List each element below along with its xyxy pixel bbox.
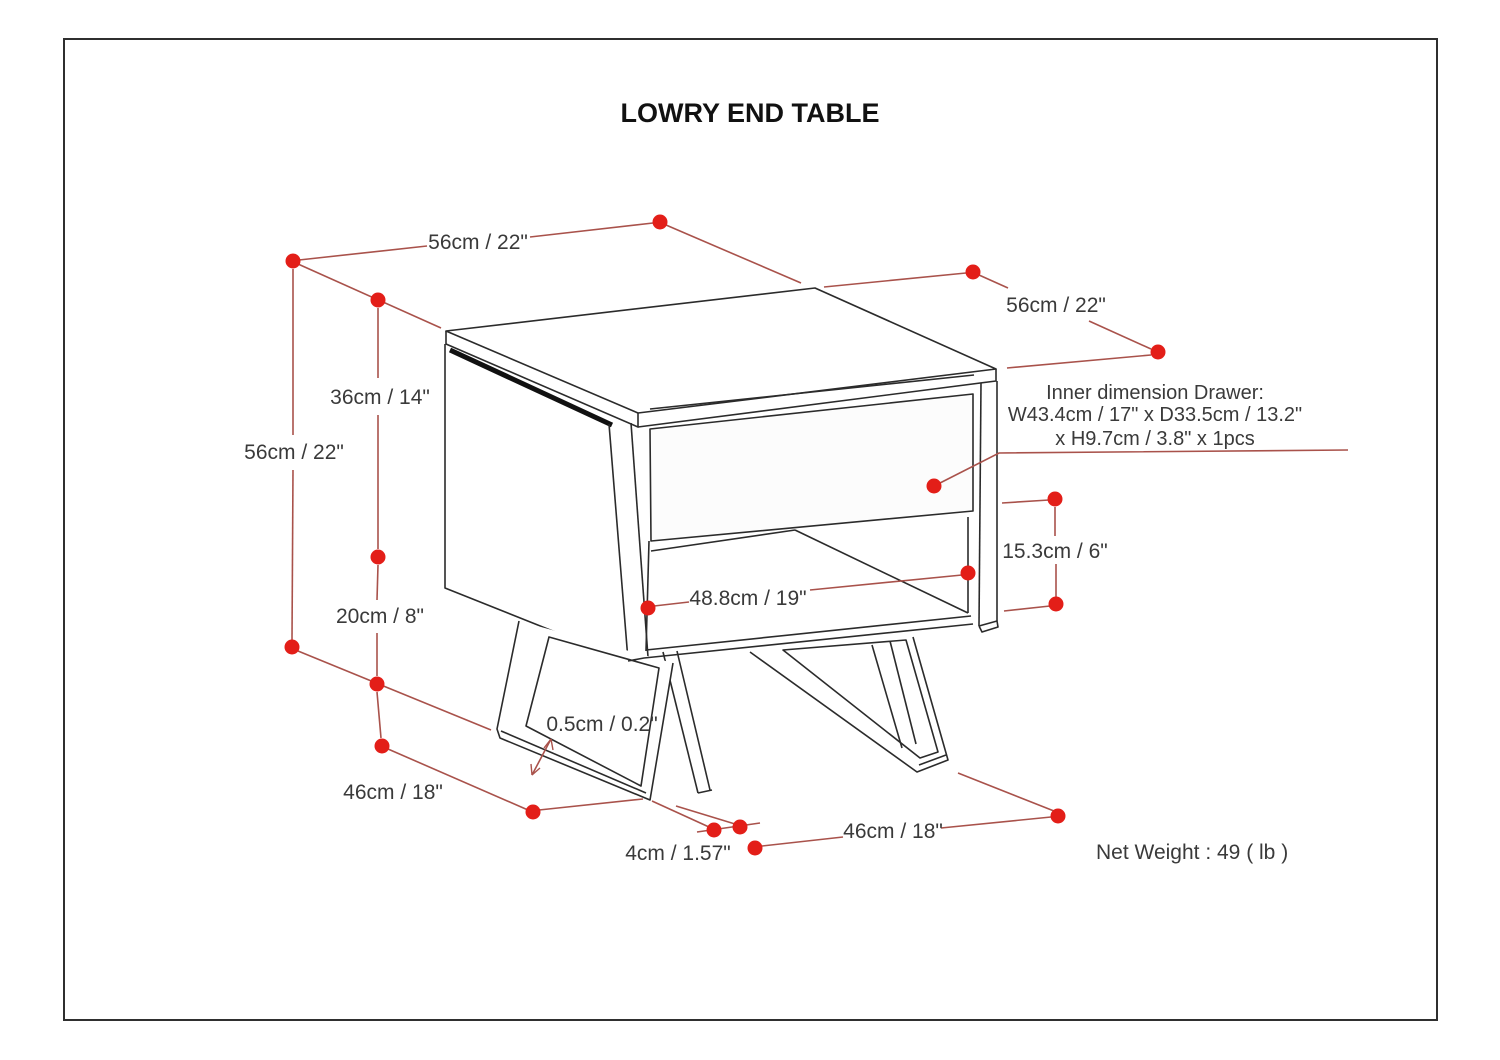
label-height-total: 56cm / 22" — [244, 441, 344, 464]
dim-line-shelf-width-left — [653, 601, 690, 607]
dim-line-leg-upper — [376, 564, 379, 601]
front-left-leg-foot-thickness — [500, 730, 647, 794]
dim-leader-top-width-corner — [1006, 354, 1152, 369]
shelf-interior-diagonal — [794, 529, 969, 614]
dimension-dot — [1048, 596, 1064, 612]
right-post-inner-edge — [978, 382, 982, 627]
dimension-dot — [732, 819, 748, 835]
tabletop-left-thickness — [445, 331, 639, 428]
label-height-cabinet: 36cm / 14" — [330, 386, 430, 409]
tabletop-shadow-edge — [448, 347, 614, 428]
top-rail-edge — [649, 374, 975, 410]
bottom-rail-top-edge — [645, 615, 972, 651]
dimension-dot — [1050, 808, 1066, 824]
dim-line-floor-width-right — [940, 816, 1052, 829]
dim-line-leg-foot-link — [376, 691, 382, 739]
dimension-dot — [965, 264, 981, 280]
dim-line-top-depth-right — [529, 222, 654, 238]
dimension-dot — [370, 292, 386, 308]
label-shelf-height: 15.3cm / 6" — [1002, 540, 1108, 563]
front-left-leg-cutout — [525, 636, 660, 787]
dim-leader-right-foot — [957, 772, 1055, 812]
arrowhead-up-icon — [543, 738, 554, 751]
shelf-top-edge — [650, 529, 796, 552]
front-right-leg-outline — [749, 636, 949, 773]
dim-leader-drawer-inner — [939, 449, 1349, 484]
frame-border — [63, 38, 1438, 1021]
front-left-stile-inner — [630, 422, 649, 658]
dim-leader-shelf-bottom — [1003, 605, 1051, 612]
label-top-width: 56cm / 22" — [1006, 294, 1106, 317]
dim-line-floor-width-left — [761, 836, 844, 847]
tabletop-right-thickness — [637, 369, 997, 428]
dim-line-top-width-right — [1088, 320, 1152, 350]
rear-right-leg-edge2 — [889, 640, 917, 745]
label-inner-drawer-line1: Inner dimension Drawer: — [1046, 382, 1264, 404]
label-floor-width: 46cm / 18" — [843, 820, 943, 843]
shelf-left-inner-edge — [645, 540, 650, 652]
page-title: LOWRY END TABLE — [621, 98, 880, 128]
arrowhead-down-icon — [530, 763, 541, 776]
tabletop-top-face — [445, 287, 997, 414]
dimension-dot — [926, 478, 942, 494]
dim-leader-j-foot — [538, 798, 644, 811]
dimension-dot — [525, 804, 541, 820]
dimension-dot — [1047, 491, 1063, 507]
dimension-dot — [652, 214, 668, 230]
dim-line-top-width-left — [823, 272, 967, 288]
dim-leader-f-foot — [297, 650, 492, 731]
dim-leader-top-depth-to-apex — [665, 224, 802, 284]
drawer-front — [649, 393, 974, 542]
dim-leader-foot-left — [651, 800, 710, 828]
rear-left-leg-foot — [697, 789, 713, 794]
dim-leader-a-corner — [297, 263, 442, 329]
dimension-dot — [370, 549, 386, 565]
dim-line-top-depth-left — [298, 245, 428, 261]
dim-leader-foot-right — [675, 805, 736, 825]
rear-right-leg-edge1 — [871, 644, 903, 749]
dimension-dot — [284, 639, 300, 655]
label-foot-thickness: 0.5cm / 0.2" — [546, 713, 657, 736]
label-top-depth: 56cm / 22" — [428, 231, 528, 254]
front-left-stile-outer — [608, 423, 629, 661]
dim-line-top-width-mid — [978, 274, 1009, 289]
dim-line-foot-width — [696, 822, 761, 833]
label-floor-depth: 46cm / 18" — [343, 781, 443, 804]
front-right-leg-cutout — [782, 639, 939, 759]
dimension-dot — [374, 738, 390, 754]
label-net-weight: Net Weight : 49 ( lb ) — [1096, 841, 1288, 864]
dimension-dot — [640, 600, 656, 616]
dimension-dot — [960, 565, 976, 581]
dimension-dot — [369, 676, 385, 692]
label-height-leg: 20cm / 8" — [336, 605, 424, 628]
front-right-leg-foot-thickness — [918, 754, 947, 766]
dimension-dot — [1150, 344, 1166, 360]
dim-leader-shelf-top — [1001, 499, 1050, 504]
dimension-dots — [284, 214, 1166, 856]
label-inner-drawer-line2: W43.4cm / 17" x D33.5cm / 13.2" — [1008, 404, 1302, 426]
dim-line-height-total-lower — [291, 469, 294, 641]
label-shelf-width: 48.8cm / 19" — [689, 587, 806, 610]
label-inner-drawer-line3: x H9.7cm / 3.8" x 1pcs — [1055, 428, 1254, 450]
bottom-rail-bottom-edge — [627, 623, 974, 662]
label-foot-width: 4cm / 1.57" — [625, 842, 731, 865]
right-post-foot — [978, 620, 999, 633]
dim-line-shelf-width-right — [809, 574, 963, 591]
dim-arrow-foot-thickness — [531, 738, 552, 776]
dimension-dot — [747, 840, 763, 856]
dimension-dot — [285, 253, 301, 269]
front-left-leg-outline — [496, 620, 674, 801]
rear-left-leg-edge2 — [676, 650, 711, 791]
dimension-dot — [706, 822, 722, 838]
dim-line-floor-depth — [387, 748, 529, 811]
end-table-drawing — [444, 287, 999, 801]
